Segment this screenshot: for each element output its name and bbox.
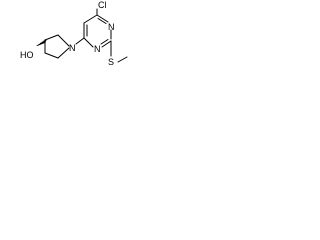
atom-label-n-ring-bottom: N: [94, 44, 101, 54]
molecule-drawing: Cl N N N HO S: [20, 0, 128, 67]
atom-label-oh: HO: [20, 50, 34, 60]
atom-label-n-ring-top: N: [108, 22, 115, 32]
bond-n-pyrimidine: [75, 37, 85, 45]
pyrimidine-bond-c5-c6: [83, 14, 98, 24]
atom-label-n-pyrrolidine: N: [69, 43, 76, 53]
pyrimidine-bond-n3-c4: [83, 37, 94, 48]
atom-label-s: S: [108, 57, 114, 67]
pyrimidine-bond-c6-n1-inner: [97, 18, 107, 24]
pyrrolidine-bond-c4-c5: [44, 52, 59, 59]
pyrimidine-bond-c6-n1: [96, 14, 109, 23]
pyrimidine-bond-c2-n3-inner: [100, 39, 109, 45]
pyrrolidine-bond-n-c2: [57, 34, 70, 47]
structure-canvas: Cl N N N HO S: [0, 0, 142, 83]
pyrrolidine-bond-c5-n: [57, 47, 70, 59]
pyrimidine-bond-c2-n3: [101, 40, 112, 48]
stereo-hashed-wedge: [36, 39, 47, 47]
bond-s-methyl: [117, 56, 128, 63]
atom-label-cl: Cl: [98, 0, 107, 10]
pyrrolidine-bond-c2-c3: [44, 34, 59, 41]
